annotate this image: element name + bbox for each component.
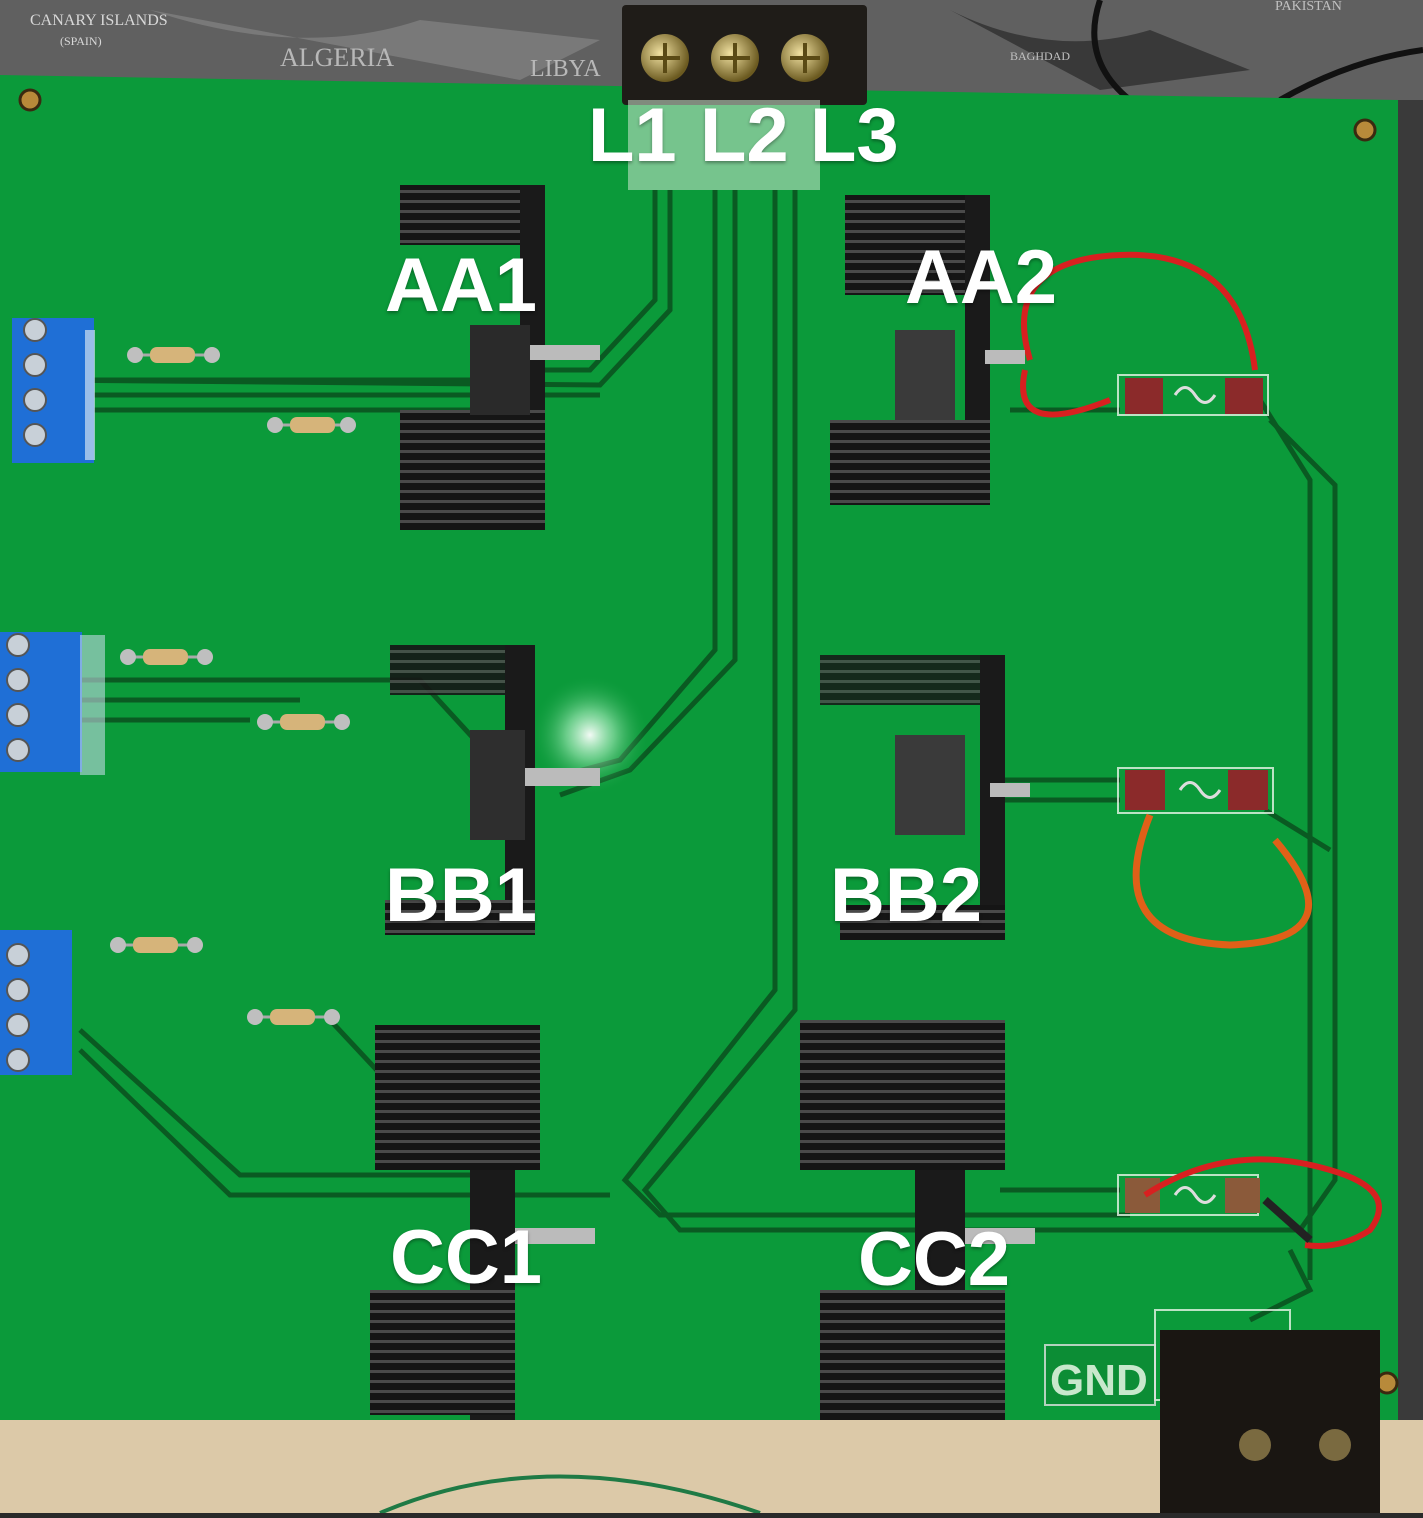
map-text-baghdad: BAGHDAD — [1010, 49, 1070, 63]
label-l2: L2 — [700, 93, 789, 178]
green-wire — [379, 1474, 761, 1515]
pcb-board — [0, 75, 1400, 1420]
label-aa1: AA1 — [385, 243, 538, 328]
label-cc1: CC1 — [390, 1215, 543, 1300]
gnd-silkscreen: GND — [1050, 1356, 1148, 1405]
orange-wire-bb2 — [1132, 813, 1313, 949]
mounting-hole — [1353, 118, 1377, 142]
resistors — [110, 347, 356, 1025]
heatsinks — [370, 185, 1035, 1420]
map-text-canary: CANARY ISLANDS — [30, 12, 168, 29]
map-text-algeria: ALGERIA — [280, 43, 394, 72]
label-l3: L3 — [810, 93, 899, 178]
red-wire-cc2 — [1143, 1156, 1382, 1249]
label-bb1: BB1 — [385, 853, 538, 938]
gnd-connector: GND — [1044, 1330, 1380, 1513]
label-cc2: CC2 — [858, 1217, 1011, 1302]
mounting-hole — [18, 88, 42, 112]
map-text-libya: LIBYA — [530, 56, 601, 82]
label-aa2: AA2 — [905, 235, 1058, 320]
map-text-pakistan: PAKISTAN — [1275, 0, 1342, 14]
light-glare — [530, 675, 650, 795]
red-wire-aa2 — [1021, 251, 1258, 371]
label-bb2: BB2 — [830, 853, 983, 938]
map-text-spain: (SPAIN) — [60, 34, 102, 48]
terminal-block-l — [622, 5, 867, 190]
label-l1: L1 — [588, 93, 677, 178]
blue-terminal-blocks — [0, 318, 105, 1075]
fuse-holders — [1125, 378, 1268, 1213]
